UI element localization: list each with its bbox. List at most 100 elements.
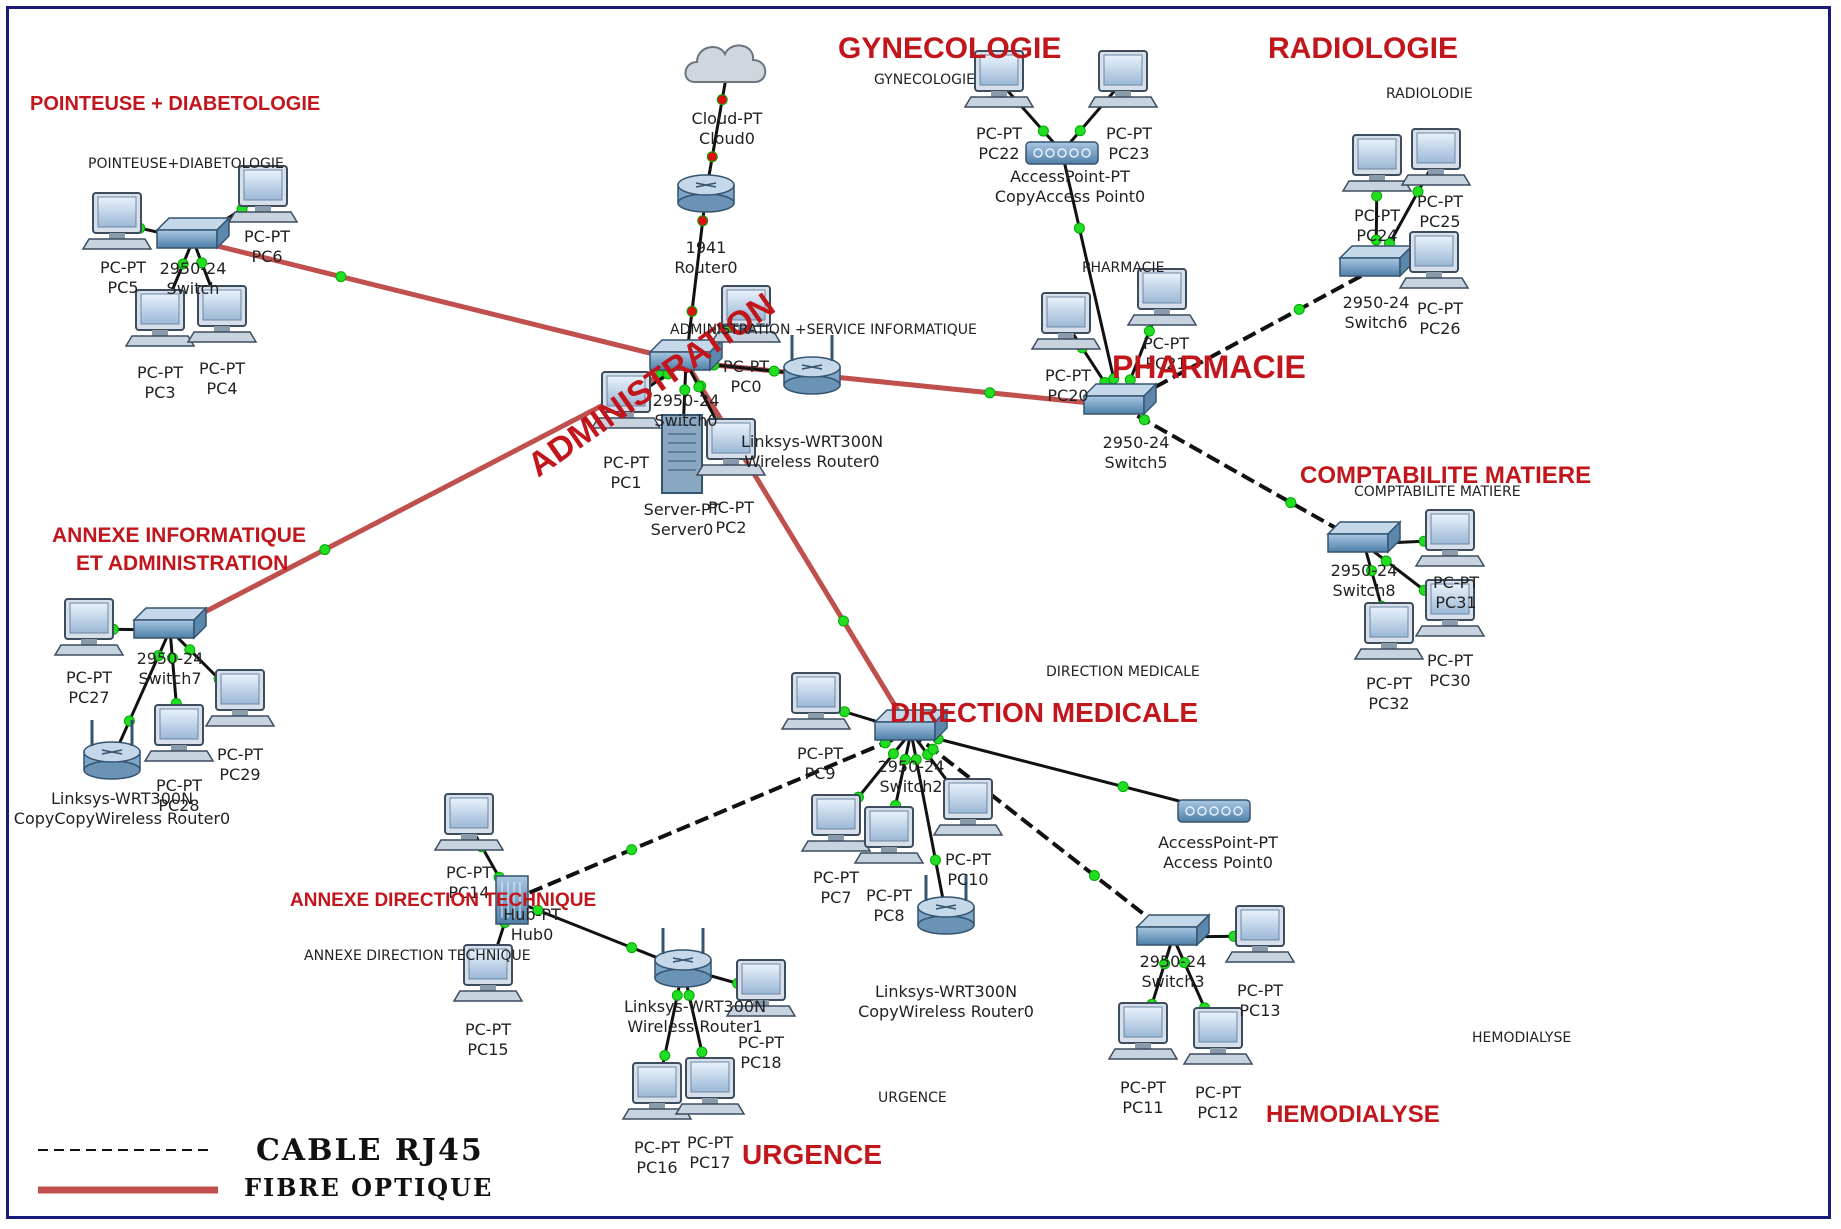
zone-title-comptabilite: COMPTABILITE MATIERE (1300, 462, 1591, 489)
link-hub0-wrt_urg (511, 898, 684, 970)
pc10-pc-icon[interactable] (932, 778, 1004, 836)
pc8-pc-icon[interactable] (853, 806, 925, 864)
wrt-admin-wrouter-icon[interactable] (783, 335, 841, 395)
switch3-switch-icon[interactable] (1135, 913, 1211, 947)
device-label-line: PC3 (145, 383, 176, 402)
pc29-pc-icon[interactable] (204, 669, 276, 727)
zone-title-direction-medicale: DIRECTION MEDICALE (890, 697, 1198, 728)
switch8-switch-icon[interactable] (1326, 520, 1402, 554)
switch7-switch-icon[interactable] (132, 606, 208, 640)
pc27-pc-icon[interactable] (53, 598, 125, 656)
wrt-urg-wrouter-icon[interactable] (654, 928, 712, 988)
zone-caption-urgence: URGENCE (878, 1090, 947, 1106)
hub0-hub-icon[interactable] (495, 875, 529, 925)
switch2-switch-icon[interactable] (873, 708, 949, 742)
pc21-pc-icon[interactable] (1126, 268, 1198, 326)
pc7-pc-icon[interactable] (800, 794, 872, 852)
device-label-line: PC7 (821, 888, 852, 907)
ap-copy-ap-icon[interactable] (1025, 141, 1099, 165)
port-status-dot (683, 989, 695, 1001)
zone-title-annexe-info-1: ANNEXE INFORMATIQUE (52, 524, 306, 547)
pc14-pc-icon[interactable] (433, 793, 505, 851)
pc6-pc-icon[interactable] (227, 165, 299, 223)
pc31-pc-icon[interactable] (1414, 509, 1486, 567)
zone-caption-radiologie: RADIOLODIE (1386, 86, 1473, 102)
device-label-line: 1941 (686, 238, 727, 257)
port-status-dot (659, 1050, 671, 1061)
pc11-pc-icon[interactable] (1107, 1002, 1179, 1060)
server0-server-icon[interactable] (661, 414, 703, 494)
pc25-pc-icon[interactable] (1400, 128, 1472, 186)
device-label-line: PC-PT (446, 863, 492, 882)
zone-title-annexe-dt: ANNEXE DIRECTION TECHNIQUE (290, 890, 596, 911)
pc9-pc-icon[interactable] (780, 672, 852, 730)
legend-fibre-label: FIBRE OPTIQUE (244, 1173, 493, 1202)
cloud0-cloud-icon[interactable] (684, 44, 767, 83)
port-status-dot (1143, 325, 1155, 337)
pc1-pc-icon[interactable] (590, 371, 662, 429)
pc28-pc-icon[interactable] (143, 704, 215, 762)
pc3-pc-icon[interactable] (124, 289, 196, 347)
switch6-switch-icon[interactable] (1338, 244, 1414, 278)
port-status-dot (768, 365, 780, 377)
link-switch2-switch3 (909, 730, 1175, 939)
pc13-pc-icon[interactable] (1224, 905, 1296, 963)
router0-router-icon[interactable] (677, 174, 735, 213)
zone-caption-pointeuse: POINTEUSE+DIABETOLOGIE (88, 156, 284, 172)
switch5-switch-icon[interactable] (1082, 382, 1158, 416)
switch-pointeuse-switch-icon[interactable] (155, 216, 231, 250)
pc22-pc-icon[interactable] (963, 50, 1035, 108)
switch0-switch-icon[interactable] (648, 338, 724, 372)
pc4-pc-icon[interactable] (186, 285, 258, 343)
pc5-pc-icon[interactable] (81, 192, 153, 250)
port-status-dot (177, 258, 189, 270)
pc15-pc-icon[interactable] (452, 944, 524, 1002)
device-label-line: Linksys-WRT300N (51, 789, 193, 808)
pc2-pc-icon[interactable] (695, 418, 767, 476)
device-label-line: Router0 (674, 258, 737, 277)
device-label-line: PC-PT (217, 745, 263, 764)
pc32-pc-icon[interactable] (1353, 602, 1425, 660)
rj45-crossover-link (1119, 266, 1377, 408)
pc20-pc-icon[interactable] (1030, 292, 1102, 350)
device-label-line: Switch (167, 279, 220, 298)
ap0-ap-icon[interactable] (1177, 799, 1251, 823)
pc26-pc-icon[interactable] (1398, 231, 1470, 289)
device-label-line: 2950-24 (137, 649, 204, 668)
wrt-dm-wrouter-icon[interactable] (917, 875, 975, 935)
port-status-dot (1178, 957, 1190, 969)
device-label-line: PC11 (1122, 1098, 1163, 1117)
device-label-line: PC-PT (465, 1020, 511, 1039)
port-status-dot (1366, 565, 1377, 577)
port-status-dot (697, 215, 709, 227)
device-label-line: PC-PT (199, 359, 245, 378)
pc12-pc-icon[interactable] (1182, 1007, 1254, 1065)
device-label-line: Linksys-WRT300N (741, 432, 883, 451)
pc17-pc-icon[interactable] (674, 1057, 746, 1115)
pc0-pc-icon[interactable] (710, 285, 782, 343)
device-label-line: PC0 (731, 377, 762, 396)
pc24-pc-icon[interactable] (1341, 134, 1413, 192)
device-label-line: CopyWireless Router0 (858, 1002, 1034, 1021)
device-label-line: Linksys-WRT300N (875, 982, 1017, 1001)
pc30-pc-icon[interactable] (1414, 579, 1486, 637)
wrt-annexe-wrouter-icon[interactable] (83, 720, 141, 780)
rj45-link (704, 71, 729, 194)
device-label-line: 2950-24 (653, 391, 720, 410)
device-label-line: PC28 (158, 796, 199, 815)
device-label-line: PC22 (978, 144, 1019, 163)
pc16-pc-icon[interactable] (621, 1062, 693, 1120)
pc23-pc-icon[interactable] (1087, 50, 1159, 108)
device-label-line: PC-PT (1143, 334, 1189, 353)
pc18-pc-icon[interactable] (725, 959, 797, 1017)
